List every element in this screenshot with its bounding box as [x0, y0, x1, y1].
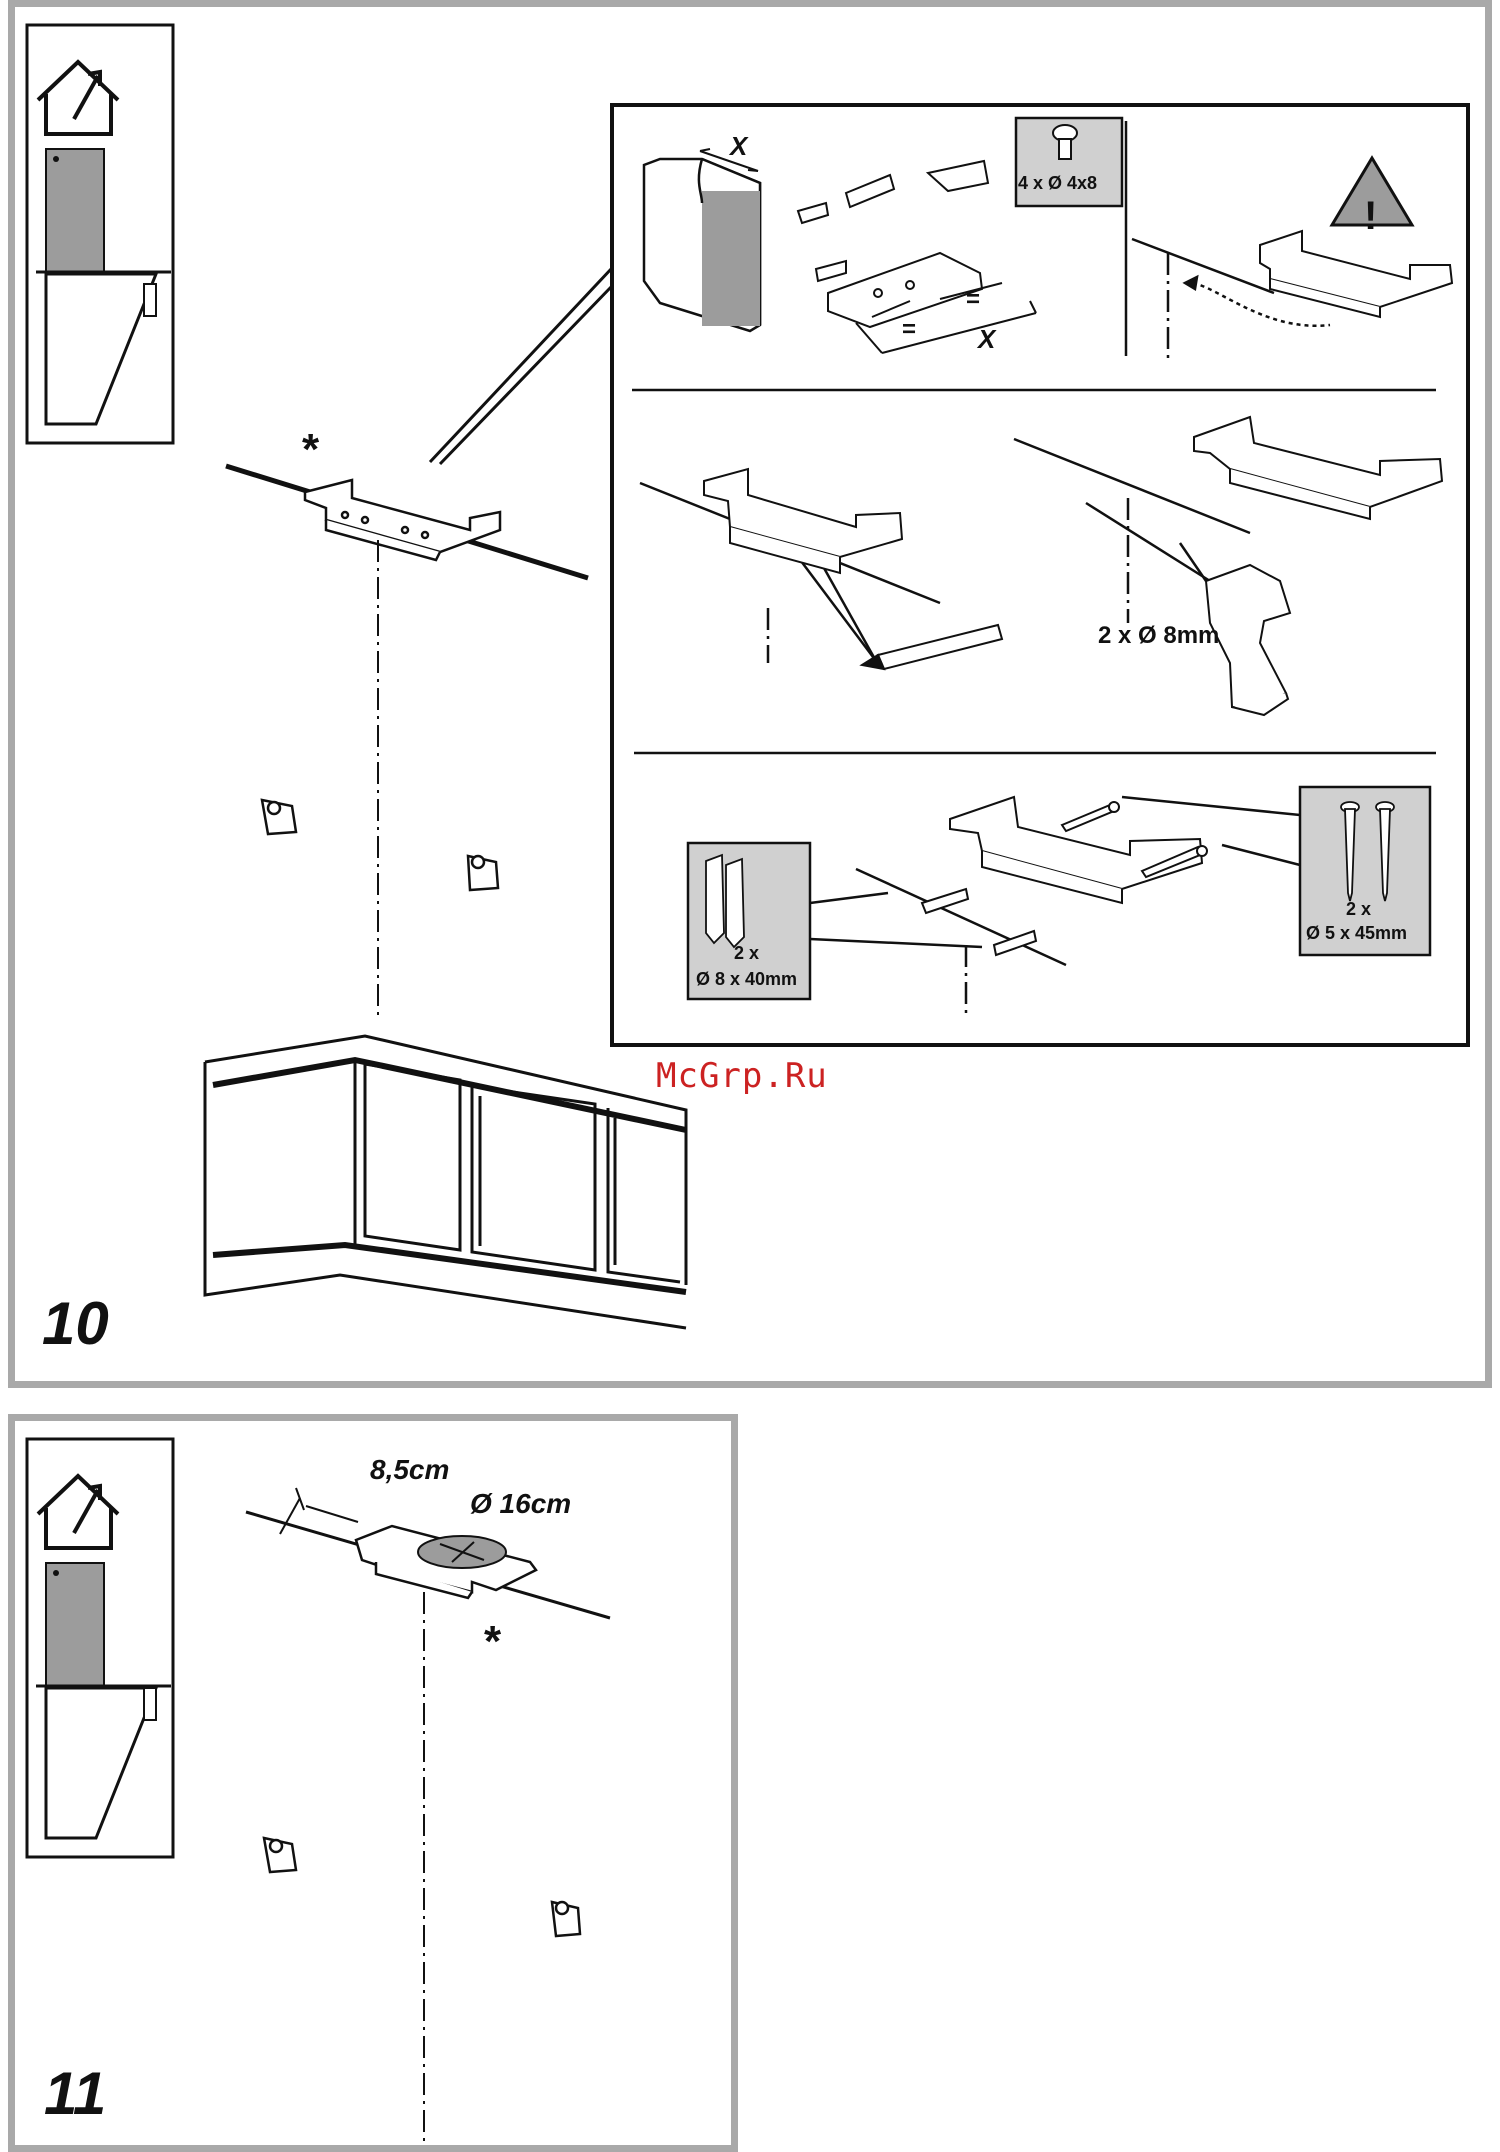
- distance-label: 8,5cm: [370, 1456, 449, 1484]
- detail-callout-lines: [430, 268, 612, 464]
- step-10-asterisk: *: [302, 428, 319, 472]
- row3-bracket: [950, 797, 1202, 903]
- warning-exclamation: !: [1364, 196, 1377, 236]
- chimney-drawing: [644, 159, 760, 331]
- hood-clip-left: [262, 800, 296, 834]
- equal-sign-1: =: [902, 318, 916, 342]
- step-11-wall-drawing: [0, 1414, 740, 2152]
- screw-count: 2 x: [1346, 900, 1371, 918]
- equal-sign-2: =: [966, 288, 980, 312]
- diameter-label: Ø 16cm: [470, 1490, 571, 1518]
- step-11-number: 11: [44, 2064, 106, 2124]
- row1-bracket: [1260, 231, 1452, 317]
- screw-box-label: 4 x Ø 4x8: [1018, 174, 1097, 192]
- plug-size: Ø 8 x 40mm: [696, 970, 797, 988]
- step-11-asterisk: *: [484, 1620, 501, 1664]
- plug-count: 2 x: [734, 944, 759, 962]
- wall-cabinets: [205, 1036, 686, 1328]
- screw-size: Ø 5 x 45mm: [1306, 924, 1407, 942]
- bracket-assembly: [798, 161, 988, 327]
- row2-bracket-left: [704, 469, 902, 573]
- step-10-number: 10: [42, 1294, 109, 1354]
- watermark: McGrp.Ru: [656, 1056, 828, 1096]
- hood-clip-right: [552, 1902, 580, 1936]
- dimension-x-top: X: [730, 133, 747, 159]
- detail-box-illustrations: [610, 103, 1470, 1047]
- row2-bracket-right: [1194, 417, 1442, 519]
- pencil-icon: [862, 625, 1002, 669]
- drill-label: 2 x Ø 8mm: [1098, 624, 1219, 648]
- hood-clip-left: [264, 1838, 296, 1872]
- hood-clip-right: [468, 856, 498, 890]
- dimension-x-bottom: X: [978, 326, 995, 352]
- distance-dimension: [280, 1488, 358, 1534]
- wall-bracket: [305, 480, 500, 560]
